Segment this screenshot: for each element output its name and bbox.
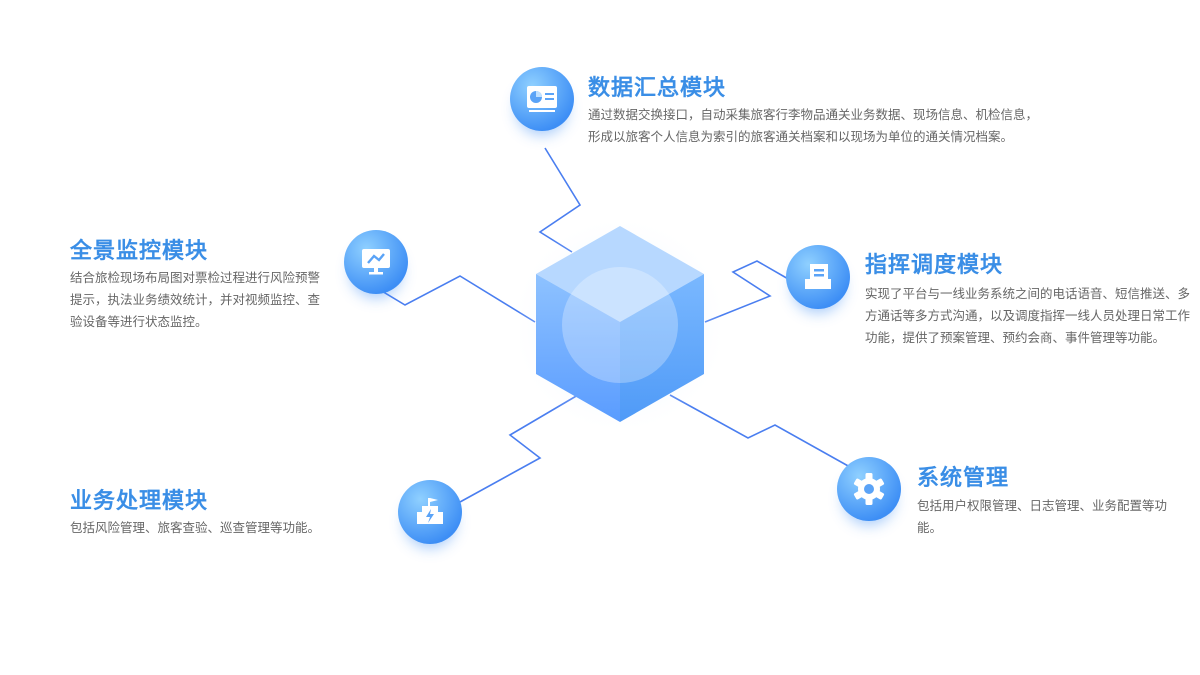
module-description: 包括风险管理、旅客查验、巡查管理等功能。 xyxy=(70,520,321,535)
connector-right xyxy=(704,260,791,323)
module-description: 通过数据交换接口，自动采集旅客行李物品通关业务数据、现场信息、机检信息，形成以旅… xyxy=(588,107,1039,144)
module-title: 全景监控模块 xyxy=(70,239,209,264)
monitor-icon xyxy=(344,230,408,294)
central-cube xyxy=(520,215,720,435)
module-title: 数据汇总模块 xyxy=(588,76,727,101)
module-description: 实现了平台与一线业务系统之间的电话语音、短信推送、多方通话等多方式沟通，以及调度… xyxy=(865,286,1191,345)
chart-report-icon xyxy=(510,67,574,131)
module-description: 结合旅检现场布局图对票检过程进行风险预警提示，执法业务绩效统计，并对视频监控、查… xyxy=(70,270,321,329)
module-title: 业务处理模块 xyxy=(70,489,209,514)
connector-left xyxy=(379,275,536,323)
building-icon xyxy=(398,480,462,544)
document-icon xyxy=(786,245,850,309)
gear-icon xyxy=(837,457,901,521)
module-description: 包括用户权限管理、日志管理、业务配置等功能。 xyxy=(917,498,1168,535)
module-title: 系统管理 xyxy=(917,466,1010,491)
connector-bottom-right xyxy=(669,394,851,468)
module-title: 指挥调度模块 xyxy=(865,253,1004,278)
connector-bottom-left xyxy=(459,394,579,503)
